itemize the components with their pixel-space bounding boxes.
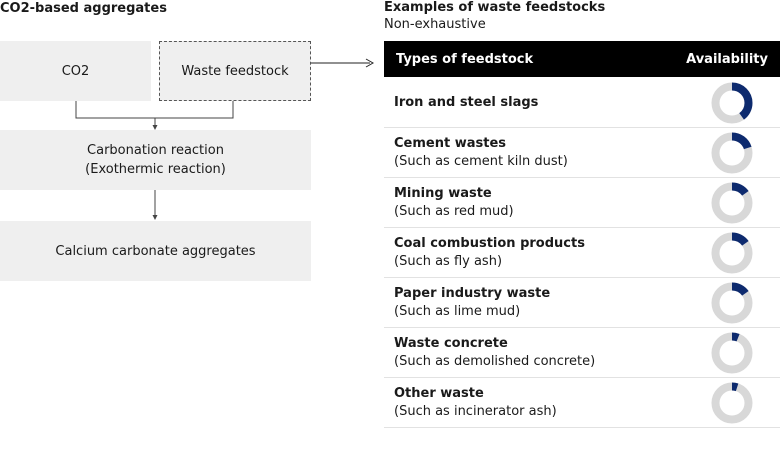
donut-value-arc bbox=[711, 332, 753, 373]
availability-donut bbox=[711, 82, 753, 123]
feedstock-text: Coal combustion products (Such as fly ash… bbox=[384, 235, 585, 271]
feedstock-example: (Such as demolished concrete) bbox=[394, 353, 596, 369]
donut-value-arc bbox=[711, 382, 753, 423]
carbonation-box: Carbonation reaction (Exothermic reactio… bbox=[0, 130, 311, 190]
feedstock-example: (Such as lime mud) bbox=[394, 303, 521, 319]
feedstock-text: Other waste (Such as incinerator ash) bbox=[384, 385, 557, 421]
waste-feedstock-box: Waste feedstock bbox=[159, 41, 311, 101]
right-subtitle: Non-exhaustive bbox=[384, 17, 486, 32]
co2-box: CO2 bbox=[0, 41, 151, 101]
table-row: Mining waste (Such as red mud) bbox=[384, 178, 780, 228]
feedstock-text: Cement wastes (Such as cement kiln dust) bbox=[384, 135, 568, 171]
feedstock-text: Paper industry waste (Such as lime mud) bbox=[384, 285, 550, 321]
feedstock-text: Iron and steel slags bbox=[384, 94, 538, 112]
feedstock-text: Mining waste (Such as red mud) bbox=[384, 185, 514, 221]
feedstock-name: Iron and steel slags bbox=[394, 94, 539, 110]
feedstock-name: Waste concrete bbox=[394, 335, 508, 351]
donut-value-arc bbox=[711, 282, 753, 323]
feedstock-text: Waste concrete (Such as demolished concre… bbox=[384, 335, 595, 371]
donut-track bbox=[711, 382, 753, 423]
availability-donut bbox=[711, 132, 753, 173]
merge-connector bbox=[75, 101, 234, 119]
table-row: Waste concrete (Such as demolished concre… bbox=[384, 328, 780, 378]
table-header: Types of feedstock Availability bbox=[384, 41, 780, 77]
feedstock-name: Mining waste bbox=[394, 185, 492, 201]
table-row: Iron and steel slags bbox=[384, 78, 780, 128]
availability-donut bbox=[711, 232, 753, 273]
donut-value-arc bbox=[711, 82, 753, 123]
output-label: Calcium carbonate aggregates bbox=[55, 243, 256, 259]
waste-feedstock-label: Waste feedstock bbox=[181, 63, 289, 79]
table-row: Coal combustion products (Such as fly ash… bbox=[384, 228, 780, 278]
donut-value-arc bbox=[711, 232, 753, 273]
donut-value-arc bbox=[711, 182, 753, 223]
table-row: Cement wastes (Such as cement kiln dust) bbox=[384, 128, 780, 178]
availability-donut bbox=[711, 282, 753, 323]
arrow-head-examples-icon bbox=[365, 58, 375, 68]
table-row: Paper industry waste (Such as lime mud) bbox=[384, 278, 780, 328]
left-title: CO2-based aggregates bbox=[0, 1, 167, 16]
feedstock-name: Other waste bbox=[394, 385, 484, 401]
right-title: Examples of waste feedstocks bbox=[384, 0, 606, 15]
col-type-header: Types of feedstock bbox=[396, 51, 534, 67]
feedstock-example: (Such as fly ash) bbox=[394, 253, 503, 269]
availability-donut bbox=[711, 182, 753, 223]
carbonation-note: (Exothermic reaction) bbox=[85, 162, 226, 177]
feedstock-example: (Such as cement kiln dust) bbox=[394, 153, 568, 169]
availability-donut bbox=[711, 332, 753, 373]
carbonation-label: Carbonation reaction bbox=[87, 143, 224, 158]
co2-label: CO2 bbox=[61, 63, 90, 79]
arrow-head-output-icon bbox=[152, 215, 158, 220]
feedstock-name: Cement wastes bbox=[394, 135, 507, 151]
output-box: Calcium carbonate aggregates bbox=[0, 221, 311, 281]
feedstock-example: (Such as incinerator ash) bbox=[394, 403, 557, 419]
table-row: Other waste (Such as incinerator ash) bbox=[384, 378, 780, 428]
feedstock-name: Coal combustion products bbox=[394, 235, 585, 251]
col-availability-header: Availability bbox=[686, 51, 768, 67]
availability-donut bbox=[711, 382, 753, 423]
arrow-head-reaction-icon bbox=[152, 125, 158, 130]
feedstock-name: Paper industry waste bbox=[394, 285, 551, 301]
donut-value-arc bbox=[711, 132, 753, 173]
feedstock-example: (Such as red mud) bbox=[394, 203, 514, 219]
donut-track bbox=[711, 332, 753, 373]
